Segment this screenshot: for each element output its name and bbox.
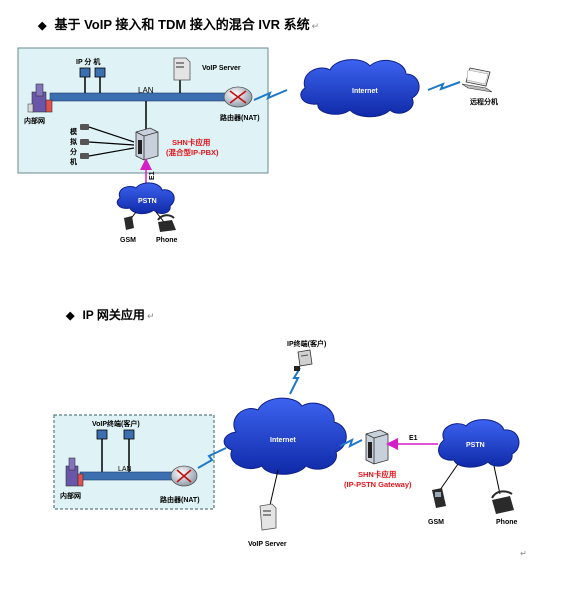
- connector-icon: [294, 366, 300, 371]
- router-icon-1: [223, 86, 253, 108]
- voip-server-label-2: VoIP Server: [248, 541, 287, 548]
- voip-terminal-icon: [96, 429, 135, 472]
- shn-label-1-line2: (混合型IP-PBX): [166, 147, 219, 157]
- e1-label-1: E1: [149, 171, 156, 180]
- lan-label-1: LAN: [138, 86, 154, 95]
- phone-link-2: [493, 465, 501, 495]
- gsm-label-2: GSM: [428, 519, 444, 526]
- building-icon-1: [27, 83, 53, 113]
- pstn-cloud-2: [438, 419, 520, 468]
- voip-server-link: [269, 469, 279, 506]
- desk-phone-icon: [491, 490, 514, 514]
- diagram-2: VoIP终端(客户) LAN 内部网 路由器(NAT) Intern: [53, 339, 520, 548]
- shn-label-2-line1: SHN卡应用: [358, 469, 396, 479]
- ip-phone-icon: [79, 67, 106, 93]
- pstn-label-1: PSTN: [138, 198, 157, 205]
- laptop-icon: [461, 67, 493, 93]
- gsm-label-1: GSM: [120, 237, 136, 244]
- heading-1-text: 基于 VoIP 接入和 TDM 接入的混合 IVR 系统: [54, 17, 310, 32]
- building-icon-2: [65, 457, 84, 487]
- router-label-1: 路由器(NAT): [220, 113, 260, 122]
- voip-server-icon: [173, 57, 191, 93]
- phone-label-2: Phone: [496, 519, 517, 526]
- voip-server-icon-2: [259, 503, 277, 531]
- internet-label-2: Internet: [270, 437, 296, 444]
- remote-ext-label: 远程分机: [470, 97, 498, 106]
- gsm-link-2: [439, 463, 459, 491]
- ip-terminal-icon: [297, 349, 313, 367]
- lightning-icon: [339, 438, 363, 448]
- router-label-2: 路由器(NAT): [160, 495, 200, 504]
- pstn-cloud-1: [116, 182, 175, 215]
- internal-net-label-2: 内部网: [60, 491, 81, 500]
- desk-phone-icon: [157, 214, 176, 232]
- heading-2: ◆ IP 网关应用↵: [66, 306, 154, 323]
- voip-terminal-label: VoIP终端(客户): [92, 419, 140, 428]
- internet-label-1: Internet: [352, 88, 378, 95]
- lightning-icon: [197, 447, 227, 469]
- lan-bus-2: [79, 471, 185, 481]
- internal-net-label-1: 内部网: [24, 116, 45, 125]
- analog-ext-label-char: 机: [70, 157, 77, 166]
- mobile-phone-icon: [124, 216, 134, 230]
- analog-phone-icon: [80, 124, 135, 159]
- phone-label-1: Phone: [156, 237, 177, 244]
- paragraph-mark: ↵: [146, 311, 155, 321]
- pstn-label-2: PSTN: [466, 442, 485, 449]
- router-icon-2: [170, 465, 198, 487]
- heading-2-text: IP 网关应用: [82, 308, 145, 322]
- ip-phone-label: IP 分 机: [76, 57, 100, 66]
- mobile-phone-icon: [432, 488, 446, 508]
- analog-ext-label-char: 模: [70, 127, 78, 136]
- shn-label-1-line1: SHN卡应用: [172, 137, 210, 147]
- ip-terminal-label: IP终端(客户): [287, 339, 326, 348]
- internet-cloud-2: [223, 397, 347, 475]
- heading-1: ◆ 基于 VoIP 接入和 TDM 接入的混合 IVR 系统↵: [38, 14, 319, 33]
- lightning-icon: [289, 367, 301, 395]
- analog-ext-label-char: 拟: [70, 137, 77, 146]
- lan-label-2: LAN: [118, 466, 132, 473]
- analog-ext-label-char: 分: [70, 147, 77, 156]
- lightning-icon: [253, 89, 288, 101]
- voip-server-label-1: VoIP Server: [202, 65, 241, 72]
- diamond-bullet-icon: ◆: [66, 310, 75, 322]
- shn-server-icon-1: [135, 127, 159, 161]
- footer-paragraph-mark: ↵: [520, 549, 527, 558]
- paragraph-mark: ↵: [311, 21, 320, 31]
- e1-label-2: E1: [409, 435, 418, 442]
- diagram-1: LAN IP 分 机 VoIP Server 内部网: [17, 47, 498, 244]
- internet-cloud-1: [300, 59, 420, 118]
- lightning-icon: [427, 81, 461, 91]
- shn-server-icon-2: [365, 429, 389, 465]
- shn-label-2-line2: (IP-PSTN Gateway): [344, 480, 412, 489]
- diamond-bullet-icon: ◆: [38, 20, 47, 32]
